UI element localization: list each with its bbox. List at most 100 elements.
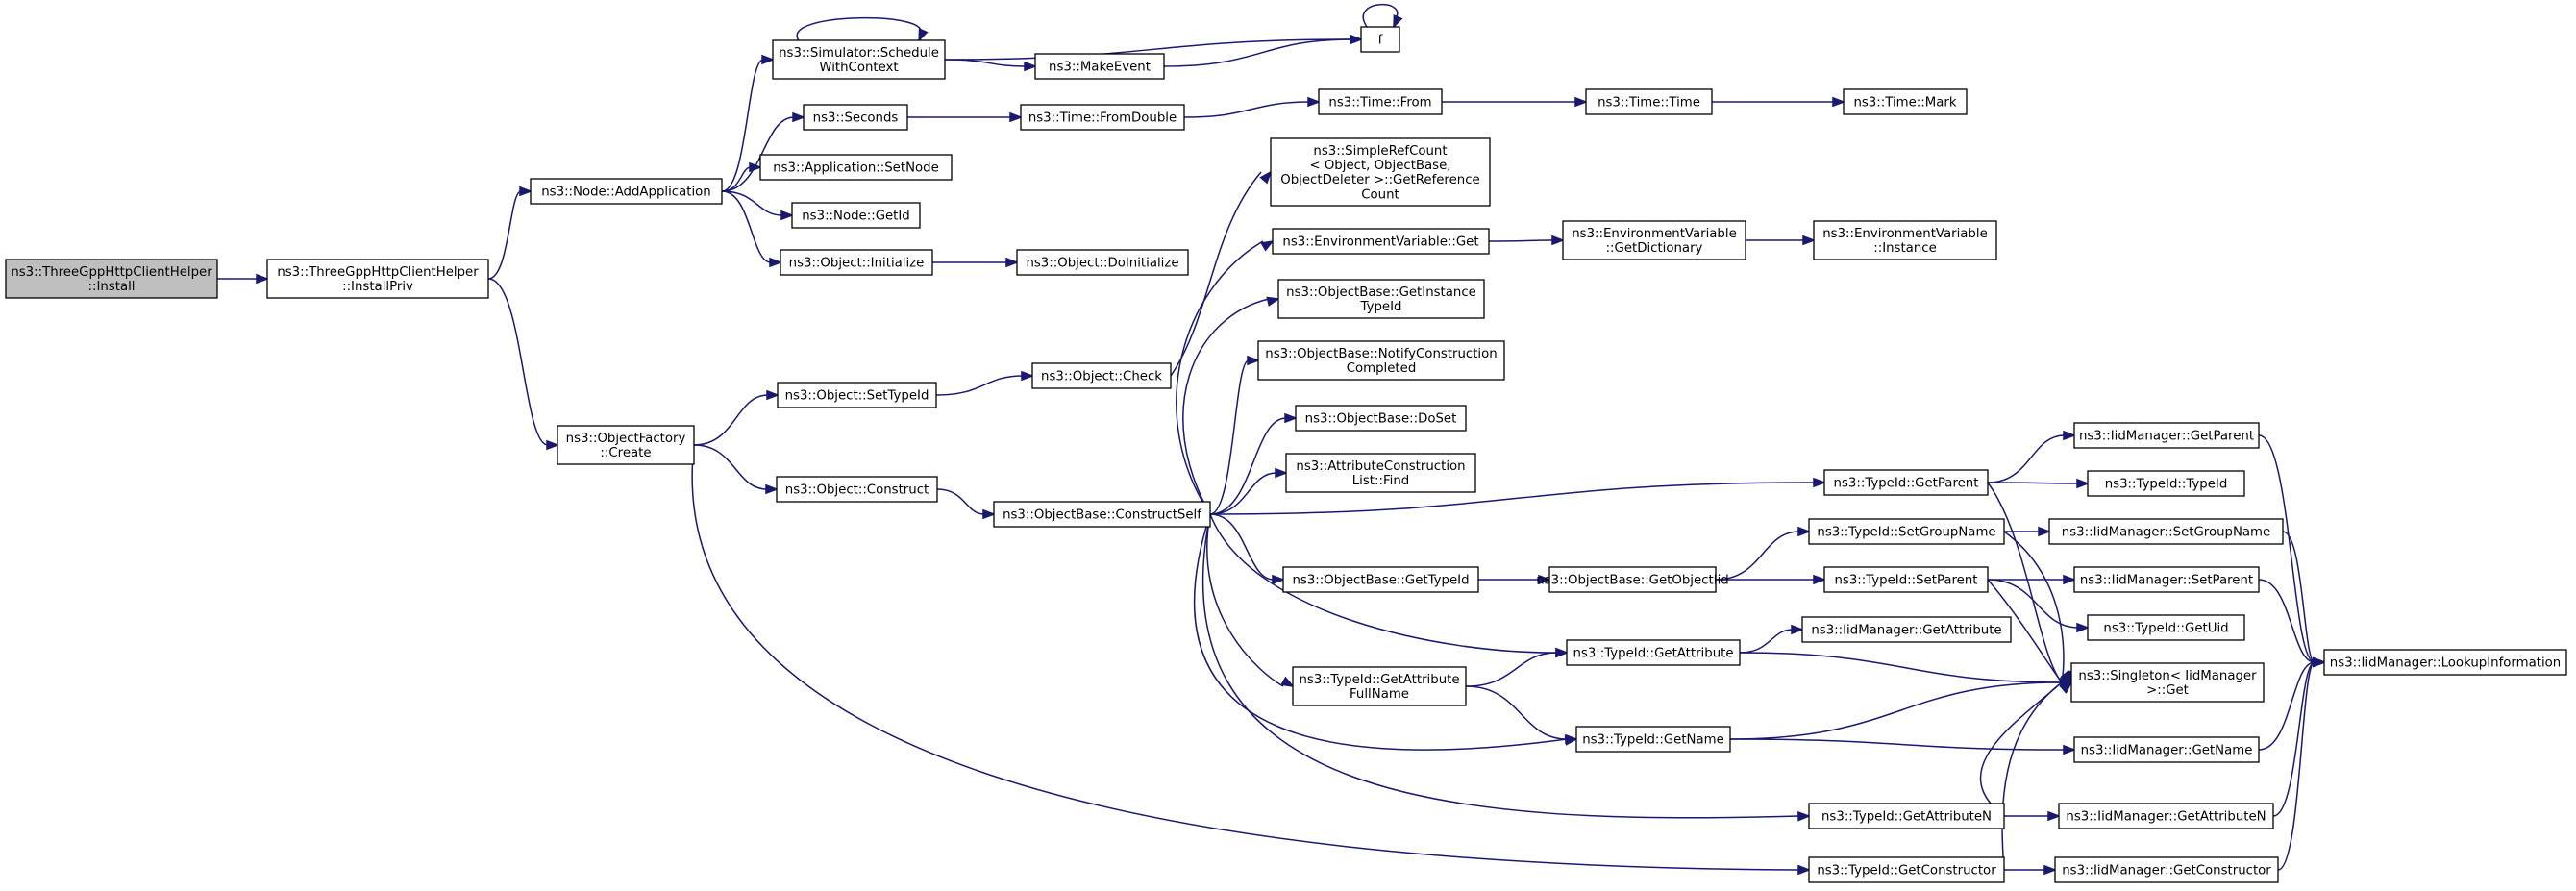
edge-seconds-to-fromdouble <box>907 111 1024 123</box>
node-iidgetname[interactable]: ns3::IidManager::GetName <box>2073 736 2260 763</box>
node-f[interactable]: f <box>1360 26 1400 53</box>
edge-addapp-to-schedule <box>721 54 776 192</box>
node-objcheck[interactable]: ns3::Object::Check <box>1031 362 1172 389</box>
node-root[interactable]: ns3::ThreeGppHttpClientHelper::Install <box>5 259 218 299</box>
node-tidgetctor[interactable]: ns3::TypeId::GetConstructor <box>1808 856 2005 883</box>
node-label-line: ::Create <box>600 446 651 460</box>
node-label-line: ns3::TypeId::GetConstructor <box>1817 864 1996 879</box>
node-iidgetattr[interactable]: ns3::IidManager::GetAttribute <box>1801 616 2012 643</box>
edge-constructself-to-obgettypeid <box>1209 513 1286 585</box>
edge-obgetobjectiid-to-tidsetgroup <box>1715 526 1812 581</box>
node-makeevent[interactable]: ns3::MakeEvent <box>1034 53 1165 80</box>
node-getrefcount[interactable]: ns3::SimpleRefCount< Object, ObjectBase,… <box>1270 137 1491 207</box>
node-tidgetparent[interactable]: ns3::TypeId::GetParent <box>1823 469 1989 496</box>
node-constructself[interactable]: ns3::ObjectBase::ConstructSelf <box>993 501 1211 528</box>
node-timefrom[interactable]: ns3::Time::From <box>1318 88 1443 115</box>
node-label-line: ns3::Object::Check <box>1041 370 1162 384</box>
node-ofcreate[interactable]: ns3::ObjectFactory::Create <box>557 425 695 465</box>
edge-iidgetparent-to-lookupinfo <box>2258 434 2327 668</box>
node-label-line: ns3::IidManager::GetParent <box>2079 430 2254 444</box>
node-label-line: ns3::Object::Construct <box>785 483 929 498</box>
node-addapp[interactable]: ns3::Node::AddApplication <box>530 178 723 205</box>
node-timemark[interactable]: ns3::Time::Mark <box>1843 88 1968 115</box>
node-iidsetgroup[interactable]: ns3::IidManager::SetGroupName <box>2048 518 2284 545</box>
node-fromdouble[interactable]: ns3::Time::FromDouble <box>1020 104 1185 131</box>
node-label-line: ns3::TypeId::GetAttribute <box>1299 673 1459 687</box>
node-iidgetattrn[interactable]: ns3::IidManager::GetAttributeN <box>2058 803 2274 829</box>
node-tidgetattr[interactable]: ns3::TypeId::GetAttribute <box>1566 639 1741 666</box>
edge-addapp-to-getid <box>721 190 795 221</box>
node-label-line: ns3::TypeId::SetGroupName <box>1817 526 1995 540</box>
node-iidgetctor[interactable]: ns3::IidManager::GetConstructor <box>2054 856 2279 883</box>
call-nodes: ns3::ThreeGppHttpClientHelper::Installns… <box>5 26 2567 883</box>
node-setnode[interactable]: ns3::Application::SetNode <box>759 154 953 181</box>
node-tidgetuid[interactable]: ns3::TypeId::GetUid <box>2087 614 2245 641</box>
node-label-line: ::Install <box>88 280 136 294</box>
node-seconds[interactable]: ns3::Seconds <box>803 104 908 131</box>
node-doset[interactable]: ns3::ObjectBase::DoSet <box>1295 405 1467 432</box>
node-tidtypeid[interactable]: ns3::TypeId::TypeId <box>2087 470 2245 497</box>
node-envgetdict[interactable]: ns3::EnvironmentVariable::GetDictionary <box>1562 220 1746 260</box>
edge-tidgetparent-to-singletonget <box>1987 482 2073 684</box>
call-edges <box>217 4 2327 876</box>
node-label-line: ns3::IidManager::GetConstructor <box>2062 864 2271 879</box>
node-label-line: ns3::TypeId::GetName <box>1582 733 1724 748</box>
edge-constructself-to-doset <box>1209 412 1299 515</box>
node-label-line: ns3::EnvironmentVariable::Get <box>1282 235 1478 250</box>
node-lookupinfo[interactable]: ns3::IidManager::LookupInformation <box>2323 649 2567 676</box>
node-envget[interactable]: ns3::EnvironmentVariable::Get <box>1272 228 1490 255</box>
edge-tidgetname-to-iidgetname <box>1729 738 2077 755</box>
edge-timefrom-to-timetime <box>1442 96 1589 108</box>
node-label-line: ns3::IidManager::GetName <box>2081 744 2253 758</box>
node-iidgetparent[interactable]: ns3::IidManager::GetParent <box>2073 422 2260 449</box>
node-objconstruct[interactable]: ns3::Object::Construct <box>776 476 938 503</box>
edge-settypeid-to-objcheck <box>935 370 1035 396</box>
node-label-line: ns3::Object::DoInitialize <box>1026 257 1178 271</box>
node-label-line: ns3::Time::Time <box>1598 96 1700 111</box>
node-label-line: ns3::IidManager::LookupInformation <box>2330 656 2561 671</box>
node-settypeid[interactable]: ns3::Object::SetTypeId <box>777 382 937 408</box>
node-label-line: ns3::Application::SetNode <box>773 161 939 176</box>
node-label-line: FullName <box>1350 687 1409 702</box>
edge-tidgetattrn-to-iidgetattrn <box>2003 810 2062 822</box>
edge-tidgetattrfull-to-tidgetattr <box>1465 647 1570 687</box>
node-label-line: ns3::ObjectBase::NotifyConstruction <box>1265 347 1497 361</box>
node-tidgetattrn[interactable]: ns3::TypeId::GetAttributeN <box>1808 803 2005 829</box>
node-label-line: TypeId <box>1360 300 1402 314</box>
node-label-line: ::GetDictionary <box>1606 241 1703 256</box>
edge-tidsetparent-to-iidsetparent <box>1988 574 2077 585</box>
node-envinstance[interactable]: ns3::EnvironmentVariable::Instance <box>1813 220 1997 260</box>
node-label-line: ns3::Seconds <box>813 111 899 126</box>
node-label-line: ns3::MakeEvent <box>1049 61 1151 75</box>
node-getid[interactable]: ns3::Node::GetId <box>791 202 921 229</box>
node-objinit[interactable]: ns3::Object::Initialize <box>780 249 933 276</box>
node-singletonget[interactable]: ns3::Singleton< IidManager >::Get <box>2070 662 2265 703</box>
node-installpriv[interactable]: ns3::ThreeGppHttpClientHelper::InstallPr… <box>266 259 489 299</box>
node-label-line: ns3::Object::SetTypeId <box>785 389 929 404</box>
node-label-line: ns3::ThreeGppHttpClientHelper <box>11 265 212 280</box>
node-doinit[interactable]: ns3::Object::DoInitialize <box>1016 249 1189 276</box>
edge-iidsetgroup-to-lookupinfo <box>2282 531 2327 668</box>
node-obgettypeid[interactable]: ns3::ObjectBase::GetTypeId <box>1282 566 1479 593</box>
node-label-line: ::Instance <box>1873 241 1937 256</box>
edge-tidgetname-to-singletonget <box>1729 677 2074 740</box>
edge-addapp-to-objinit <box>721 190 783 268</box>
node-tidgetname[interactable]: ns3::TypeId::GetName <box>1575 726 1731 753</box>
node-tidsetgroup[interactable]: ns3::TypeId::SetGroupName <box>1808 518 2005 545</box>
node-label-line: ns3::IidManager::GetAttributeN <box>2066 810 2266 825</box>
edge-f-to-f <box>1362 4 1403 29</box>
node-iidsetparent[interactable]: ns3::IidManager::SetParent <box>2073 566 2260 593</box>
node-timetime[interactable]: ns3::Time::Time <box>1585 88 1713 115</box>
node-obgetobjectiid[interactable]: ns3::ObjectBase::GetObjectIid <box>1536 566 1729 593</box>
edge-constructself-to-tidgetparent <box>1209 477 1827 515</box>
node-tidsetparent[interactable]: ns3::TypeId::SetParent <box>1823 566 1989 593</box>
node-label-line: >::Get <box>2146 683 2189 698</box>
node-label-line: ns3::Time::From <box>1328 96 1431 111</box>
node-notifycc[interactable]: ns3::ObjectBase::NotifyConstructionCompl… <box>1257 340 1505 381</box>
edge-tidgetparent-to-iidgetparent <box>1987 430 2077 483</box>
edge-installpriv-to-addapp <box>487 186 533 280</box>
